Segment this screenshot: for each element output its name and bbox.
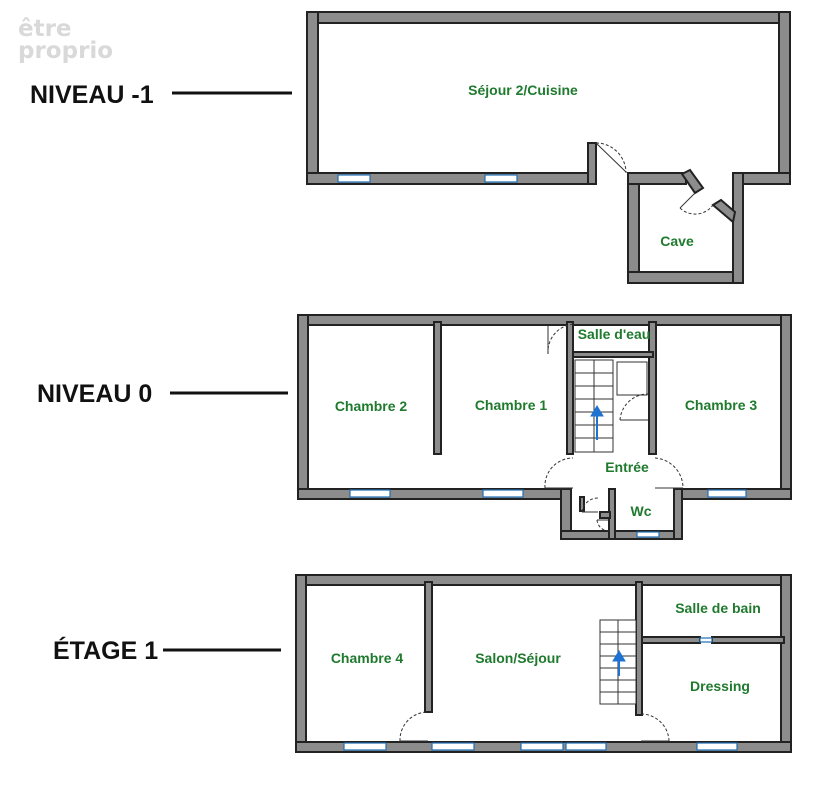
level-label-0: NIVEAU 0 (37, 380, 152, 408)
window (337, 174, 371, 183)
room-label-salle-de-bain: Salle de bain (675, 600, 761, 616)
level-minus-1: NIVEAU -1 Séjou (30, 11, 791, 284)
window (636, 531, 660, 538)
door (595, 142, 627, 174)
walls-minus-1 (306, 11, 791, 284)
door (679, 192, 714, 215)
staircase (599, 619, 637, 705)
level-label-minus-1: NIVEAU -1 (30, 81, 154, 109)
window (482, 489, 524, 498)
door (654, 457, 684, 489)
window (696, 742, 738, 751)
logo: être proprio (18, 16, 113, 64)
level-1: ÉTAGE 1 (53, 574, 792, 753)
door (619, 393, 649, 421)
room-label-sejour-2-cuisine: Séjour 2/Cuisine (468, 82, 578, 98)
room-label-cave: Cave (660, 233, 694, 249)
room-label-dressing: Dressing (690, 678, 750, 694)
room-label-chambre-1: Chambre 1 (475, 397, 548, 413)
level-0: NIVEAU 0 (37, 314, 792, 540)
door (547, 323, 575, 355)
window (520, 742, 564, 751)
room-label-wc: Wc (631, 503, 652, 519)
door (399, 711, 429, 742)
stair-arrow-icon (612, 650, 626, 662)
door (640, 713, 670, 742)
level-label-1: ÉTAGE 1 (53, 636, 158, 665)
room-label-salon-sejour: Salon/Séjour (475, 650, 561, 666)
closet (616, 361, 648, 396)
room-label-chambre-3: Chambre 3 (685, 397, 758, 413)
walls-level-0 (297, 314, 792, 540)
logo-line2: proprio (18, 38, 113, 64)
room-label-salle-d-eau: Salle d'eau (578, 326, 651, 342)
door (544, 457, 574, 489)
stair-arrow-icon (590, 405, 604, 417)
room-label-entree: Entrée (605, 459, 649, 475)
window (484, 174, 518, 183)
room-label-chambre-2: Chambre 2 (335, 398, 408, 414)
window (431, 742, 475, 751)
window (699, 637, 713, 643)
logo-line1: être (18, 16, 72, 42)
window (343, 742, 387, 751)
door (581, 497, 610, 532)
window (349, 489, 391, 498)
room-label-chambre-4: Chambre 4 (331, 650, 404, 666)
window (707, 489, 747, 498)
staircase (574, 359, 614, 453)
window (565, 742, 607, 751)
